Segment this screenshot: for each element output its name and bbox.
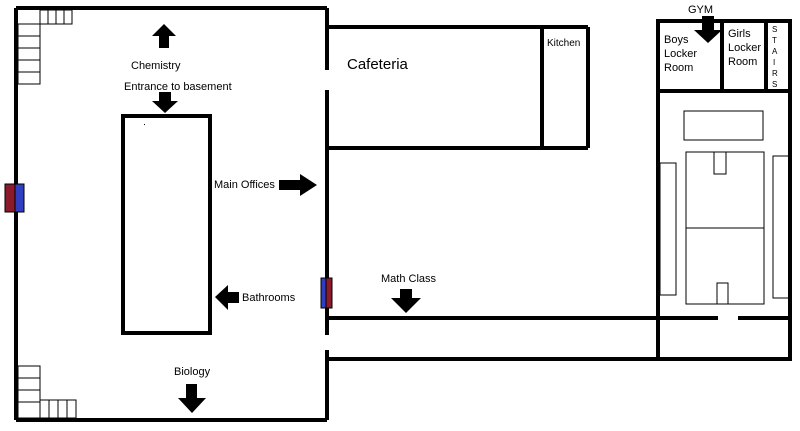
hallway [327, 316, 790, 361]
cafeteria-room [327, 25, 590, 150]
label-girls-locker: Girls Locker Room [728, 28, 764, 68]
label-cafeteria: Cafeteria [347, 56, 409, 73]
gym-court [659, 110, 790, 305]
block-arrow-icon [694, 16, 722, 43]
label-boys-locker: Boys Locker Room [664, 34, 700, 74]
label-kitchen: Kitchen [547, 38, 580, 49]
central-block [121, 114, 212, 335]
block-arrow-icon [178, 384, 206, 413]
label-gym: GYM [688, 4, 713, 16]
block-arrow-icon [152, 92, 178, 113]
door-icon [320, 277, 333, 309]
stairs-icon [17, 9, 73, 85]
label-stairs: S T A I R S [772, 25, 780, 89]
main-building-walls [14, 6, 329, 422]
block-arrow-icon [279, 174, 317, 196]
label-math-class: Math Class [381, 273, 437, 285]
block-arrow-icon [391, 289, 421, 313]
stairs-icon [17, 365, 77, 419]
door-icon [4, 183, 25, 213]
block-arrow-icon [152, 24, 176, 48]
central-block-dot [144, 124, 145, 125]
block-arrow-icon [215, 285, 239, 310]
label-entrance-basement: Entrance to basement [124, 81, 232, 93]
label-main-offices: Main Offices [214, 179, 275, 191]
label-bathrooms: Bathrooms [242, 292, 296, 304]
label-biology: Biology [174, 366, 211, 378]
gym-building [656, 19, 792, 361]
label-chemistry: Chemistry [131, 60, 181, 72]
